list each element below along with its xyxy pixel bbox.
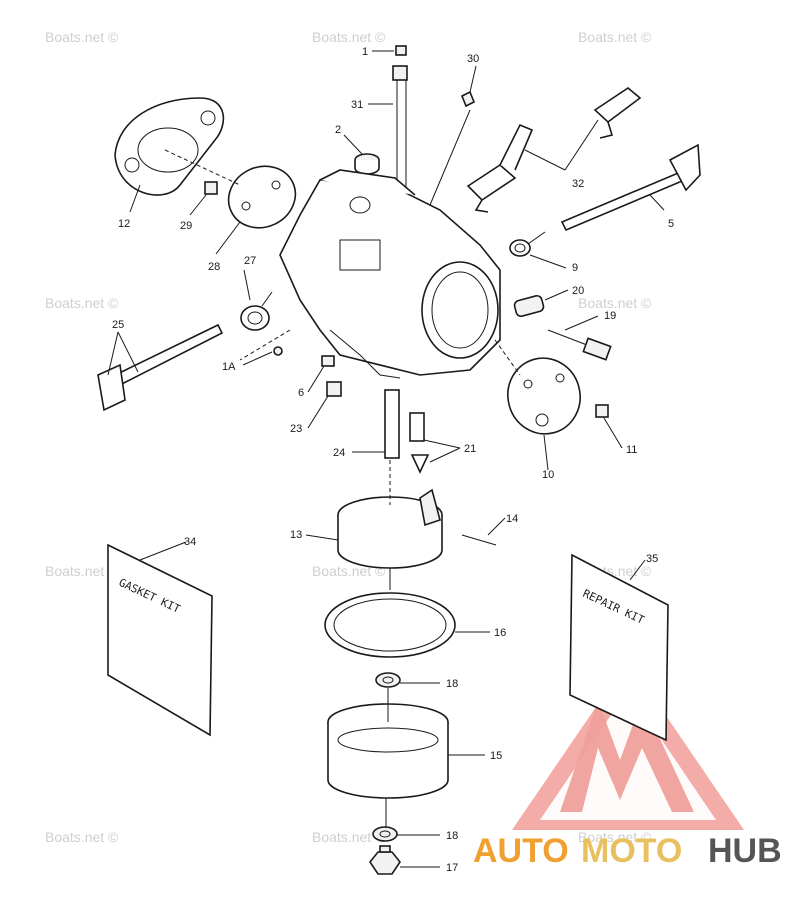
logo-text-hub: HUB [708,832,782,870]
part-1a-ball [273,346,283,356]
watermark: Boats.net © [578,295,652,311]
callout-label: 30 [467,53,479,65]
callout-label: 13 [290,529,302,541]
callout-label: 18 [446,830,458,842]
logo-m-mark [560,700,694,812]
callout-label: 11 [626,444,637,456]
callout-label: 34 [184,536,196,548]
callout-label: 16 [494,627,506,639]
axis-lines [164,149,521,828]
part-23-screw [326,381,342,397]
automotohub-logo: AUTO MOTO HUB [473,660,782,870]
logo-text-moto: MOTO [581,832,682,870]
callout-label: 6 [298,387,304,399]
callout-label: 5 [668,218,674,230]
callout-label: 28 [208,261,220,273]
callout-label: 17 [446,862,458,874]
part-29-screw [204,181,218,195]
watermark: Boats.net © [312,29,386,45]
part-21-jets [409,412,430,474]
part-11-screw [595,404,609,418]
callout-label: 25 [112,319,124,331]
part-18-washer-lower [372,826,398,842]
part-31-rod [392,65,408,205]
part-12-gasket [114,97,225,196]
watermark: Boats.net © [45,295,119,311]
part-19-needle-screw [547,329,612,361]
callout-label: 9 [572,262,578,274]
carburetor-body [279,169,501,379]
watermark: Boats.net © [45,829,119,845]
callout-label: 20 [572,285,584,297]
callout-label: 23 [290,423,302,435]
repair-kit-card: REPAIR KIT [569,553,669,742]
watermark: Boats.net © [312,829,386,845]
part-32-fittings [466,87,642,213]
callout-label: 21 [464,443,476,455]
part-25-shaft [97,323,224,412]
part-10-plate [507,357,581,435]
callout-label: 32 [572,178,584,190]
callout-label: 24 [333,447,345,459]
part-2-cap [354,153,380,175]
logo-text-auto: AUTO [473,832,569,870]
leader-lines [107,50,665,868]
part-17-nut [369,845,401,875]
part-6-screw [321,355,335,367]
callout-label: 29 [180,220,192,232]
part-28-plate [227,165,297,229]
callout-labels: 1 30 31 2 32 12 29 5 28 27 9 20 19 25 1A… [112,46,674,874]
callout-label: 27 [244,255,256,267]
part-1-nut [395,45,407,56]
callout-label: 31 [351,99,363,111]
part-27-spring [240,291,273,331]
watermark: Boats.net © [578,829,652,845]
part-20-spring [513,294,545,318]
part-5-shaft [560,143,701,232]
part-9-spring [509,231,546,257]
gasket-kit-card: GASKET KIT [107,543,213,737]
callout-label: 10 [542,469,554,481]
callout-label: 2 [335,124,341,136]
callout-label: 15 [490,750,502,762]
callout-label: 19 [604,310,616,322]
part-16-gasket-ring [324,592,456,658]
part-18-washer [375,672,401,688]
part-14-pin [461,534,497,546]
watermark: Boats.net © [45,29,119,45]
part-13-float [337,488,443,569]
callout-label: 12 [118,218,130,230]
callout-label: 1A [222,361,236,373]
watermark: Boats.net © [578,29,652,45]
callout-label: 35 [646,553,658,565]
part-24-jet-tube [384,389,400,459]
callout-label: 14 [506,513,518,525]
callout-label: 1 [362,46,368,58]
watermark: Boats.net © [45,563,119,579]
part-30-screw [460,90,476,108]
callout-label: 18 [446,678,458,690]
